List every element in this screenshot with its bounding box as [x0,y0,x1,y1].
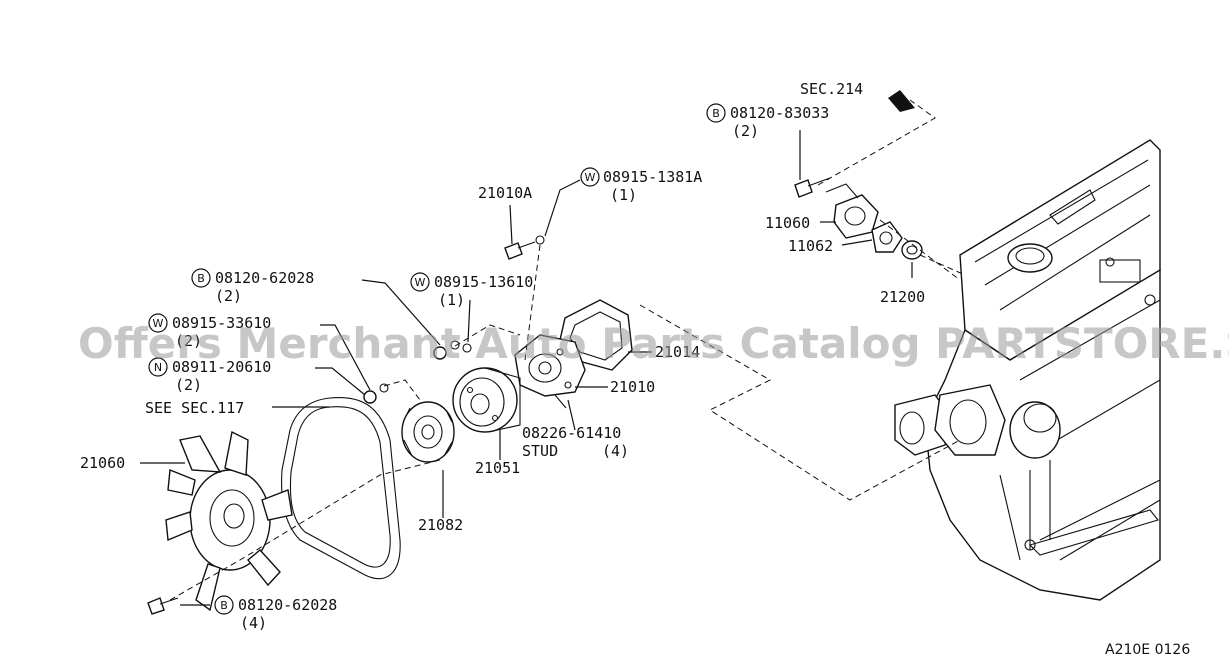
svg-text:N: N [154,361,162,374]
engine-block-drawing [894,139,1161,601]
washer-symbol-icon [410,272,430,292]
svg-text:W: W [153,317,164,330]
washer-33610-qty: (2) [175,332,202,350]
bolt-83033-qty: (2) [732,122,759,140]
part-21010a-label: 21010A [478,184,532,202]
part-21051-label: 21051 [475,459,520,477]
bolt-62028-bottom-number: 08120-62028 [238,596,337,614]
part-21082-label: 21082 [418,516,463,534]
bolt-62028-bottom-qty: (4) [240,614,267,632]
watermark-text: Offers Merchant Auto Parts Catalog PARTS… [78,319,1229,368]
washer-1381a-number: 08915-1381A [603,168,702,186]
callout-washer-13610: W 08915-13610 (1) [410,272,533,309]
svg-text:W: W [585,171,596,184]
stud-qty: (4) [602,442,629,460]
svg-text:B: B [220,599,228,612]
nut-20610-number: 08911-20610 [172,358,271,376]
part-11062-label: 11062 [788,237,833,255]
callout-bolt-62028-bottom: B 08120-62028 (4) [214,595,337,632]
washer-1381a-qty: (1) [610,186,637,204]
assembly-lines [169,99,966,601]
water-pump-drawing [363,235,633,463]
nut-symbol-icon [148,357,168,377]
leader-lines [140,130,913,606]
callout-nut-20610: N 08911-20610 (2) [148,357,271,394]
bolt-symbol-icon [706,103,726,123]
bolt-62028-top-qty: (2) [215,287,242,305]
callout-washer-33610: W 08915-33610 (2) [148,313,271,350]
diagram-code: A210E 0126 [1105,642,1190,658]
svg-text:W: W [415,276,426,289]
bolt-62028-top-number: 08120-62028 [215,269,314,287]
bolt-83033-number: 08120-83033 [730,104,829,122]
bolt-symbol-icon [214,595,234,615]
bolt-symbol-icon [191,268,211,288]
thermostat-group-drawing [794,90,923,260]
stud-number: 08226-61410 [522,424,621,442]
part-21060-label: 21060 [80,454,125,472]
washer-13610-number: 08915-13610 [434,273,533,291]
callout-bolt-62028-top: B 08120-62028 (2) [191,268,314,305]
part-11060-label: 11060 [765,214,810,232]
part-21200-label: 21200 [880,288,925,306]
callout-stud-61410: 08226-61410 STUD (4) [522,424,629,460]
callout-washer-1381a: W 08915-1381A (1) [580,167,702,204]
callout-bolt-83033: B 08120-83033 (2) [706,103,829,140]
washer-13610-qty: (1) [438,291,465,309]
nut-20610-qty: (2) [175,376,202,394]
cooling-fan-drawing [147,430,293,615]
svg-text:B: B [197,272,205,285]
washer-symbol-icon [580,167,600,187]
washer-symbol-icon [148,313,168,333]
part-21014-label: 21014 [655,343,700,361]
svg-text:B: B [712,107,720,120]
see-sec-117-label: SEE SEC.117 [145,399,244,417]
washer-33610-number: 08915-33610 [172,314,271,332]
sec-214-label: SEC.214 [800,80,863,98]
drive-belt-drawing [281,396,401,580]
part-21010-label: 21010 [610,378,655,396]
stud-label: STUD [522,442,558,460]
